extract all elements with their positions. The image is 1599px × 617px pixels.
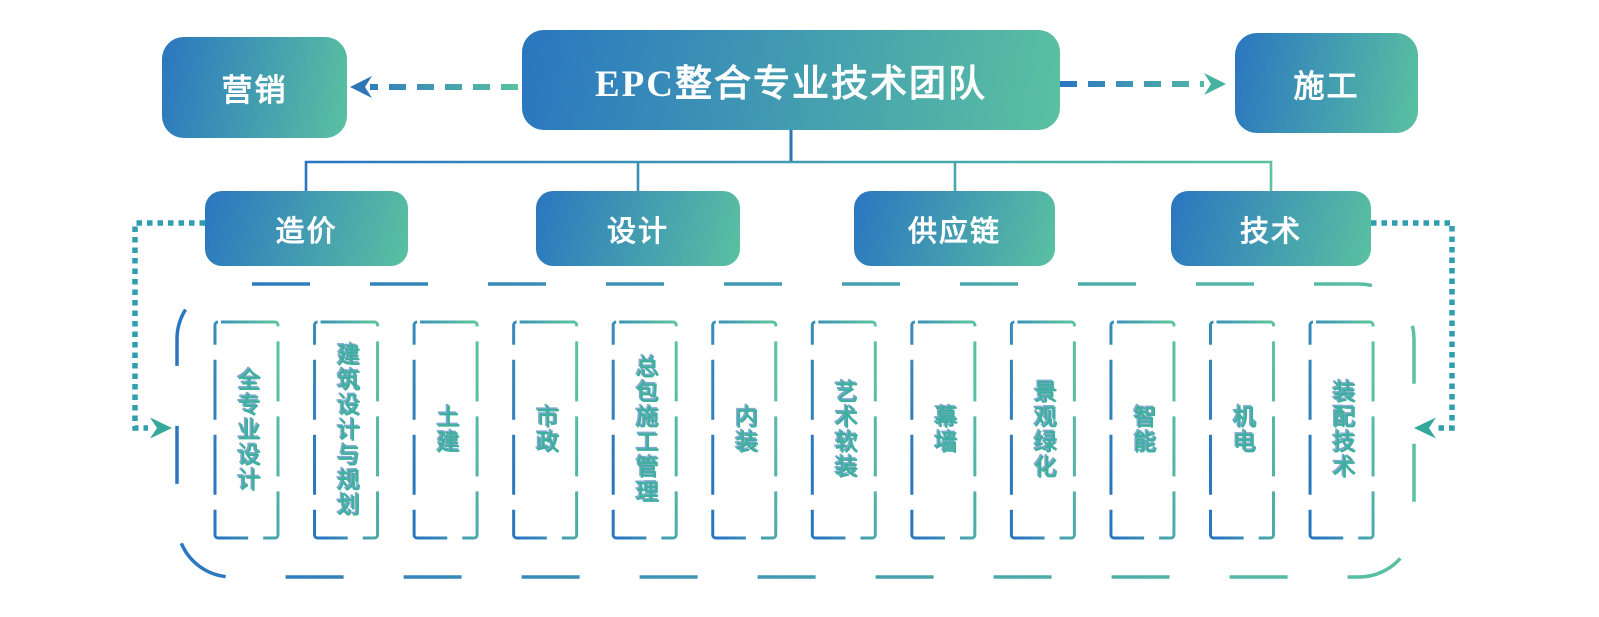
specialty-label: 土建: [433, 405, 459, 455]
branch-node-cost: 造价: [205, 191, 408, 266]
specialty-label: 幕墙: [931, 405, 957, 455]
specialty-box-border: [611, 320, 678, 540]
marketing-node: 营销: [162, 37, 347, 138]
specialty-label: 机电: [1230, 405, 1255, 455]
specialty-label: 建筑设计与规划: [334, 342, 360, 518]
specialty-box-border: [1209, 320, 1275, 540]
root-node-epc-team: EPC整合专业技术团队: [522, 30, 1060, 130]
specialty-box-border: [1009, 320, 1076, 540]
specialty-label: 景观绿化: [1030, 380, 1056, 480]
construction-node: 施工: [1235, 33, 1418, 133]
dashed-arrow-left: [350, 76, 518, 98]
branch-node-technology: 技术: [1171, 191, 1371, 266]
specialty-label: 内装: [732, 405, 758, 455]
specialty-label: 智能: [1130, 405, 1156, 455]
specialty-box-border: [512, 320, 579, 540]
specialty-box-border: [412, 320, 479, 540]
specialty-label: 全专业设计: [234, 367, 260, 493]
specialty-box-border: [810, 320, 877, 540]
specialties-container-border: [175, 282, 1416, 579]
specialty-box-border: [313, 320, 380, 540]
specialty-label: 装配技术: [1329, 380, 1355, 480]
dotted-elbow-right: [1371, 220, 1455, 439]
branch-node-design: 设计: [536, 191, 740, 266]
specialty-label: 市政: [533, 405, 559, 455]
dotted-elbow-left: [132, 220, 205, 439]
specialty-label: 总包施工管理: [632, 355, 658, 505]
tree-connector: [304, 130, 1273, 191]
specialty-box-border: [1308, 320, 1375, 540]
specialty-label: 艺术软装: [831, 380, 857, 480]
specialty-box-border: [213, 320, 280, 540]
dashed-arrow-right: [1060, 73, 1226, 95]
specialty-box-border: [1109, 320, 1176, 540]
specialty-box-border: [910, 320, 977, 540]
specialty-box-border: [711, 320, 778, 540]
branch-node-supply-chain: 供应链: [854, 191, 1055, 266]
